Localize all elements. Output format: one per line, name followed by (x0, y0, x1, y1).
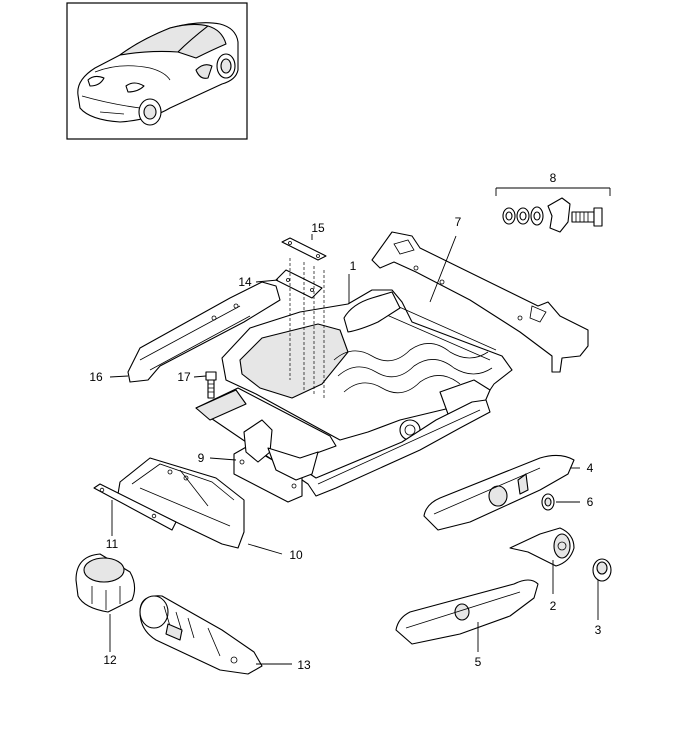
part-7-rail (371, 231, 589, 373)
dashed-guides (289, 258, 325, 398)
part-3-cap (592, 558, 612, 582)
callout-4: 4 (587, 461, 594, 475)
part-14-plate (275, 269, 323, 299)
callout-14: 14 (238, 275, 252, 289)
callout-2: 2 (550, 599, 557, 613)
part-5-cover (395, 579, 539, 645)
callout-12: 12 (103, 653, 117, 667)
callout-17: 17 (177, 370, 191, 384)
part-1-seat-frame (195, 289, 513, 497)
part-9-bracket (233, 419, 319, 503)
part-17-bolt (205, 371, 217, 399)
callout-16: 16 (89, 370, 103, 384)
part-4-cover (423, 454, 575, 531)
part-16-rail (127, 281, 281, 383)
callout-15: 15 (311, 221, 325, 235)
part-6-ring (541, 493, 555, 511)
callout-11: 11 (106, 537, 119, 551)
callout-10: 10 (289, 548, 303, 562)
part-12-ring (75, 553, 136, 613)
callout-labels: 1 2 3 4 5 6 7 8 9 10 11 12 13 14 15 16 1… (89, 171, 601, 672)
part-8-bolt-set (502, 197, 603, 233)
part-2-knob (509, 527, 575, 567)
part-15-plate (281, 237, 327, 261)
leader-lines (109, 187, 611, 665)
part-13-cylinder (139, 595, 263, 675)
part-11-strip (93, 483, 177, 531)
callout-3: 3 (595, 623, 602, 637)
callout-9: 9 (198, 451, 205, 465)
car-thumbnail (66, 2, 248, 140)
callout-7: 7 (455, 215, 462, 229)
callout-13: 13 (297, 658, 311, 672)
callout-5: 5 (475, 655, 482, 669)
callout-1: 1 (350, 259, 357, 273)
callout-8: 8 (550, 171, 557, 185)
callout-6: 6 (587, 495, 594, 509)
